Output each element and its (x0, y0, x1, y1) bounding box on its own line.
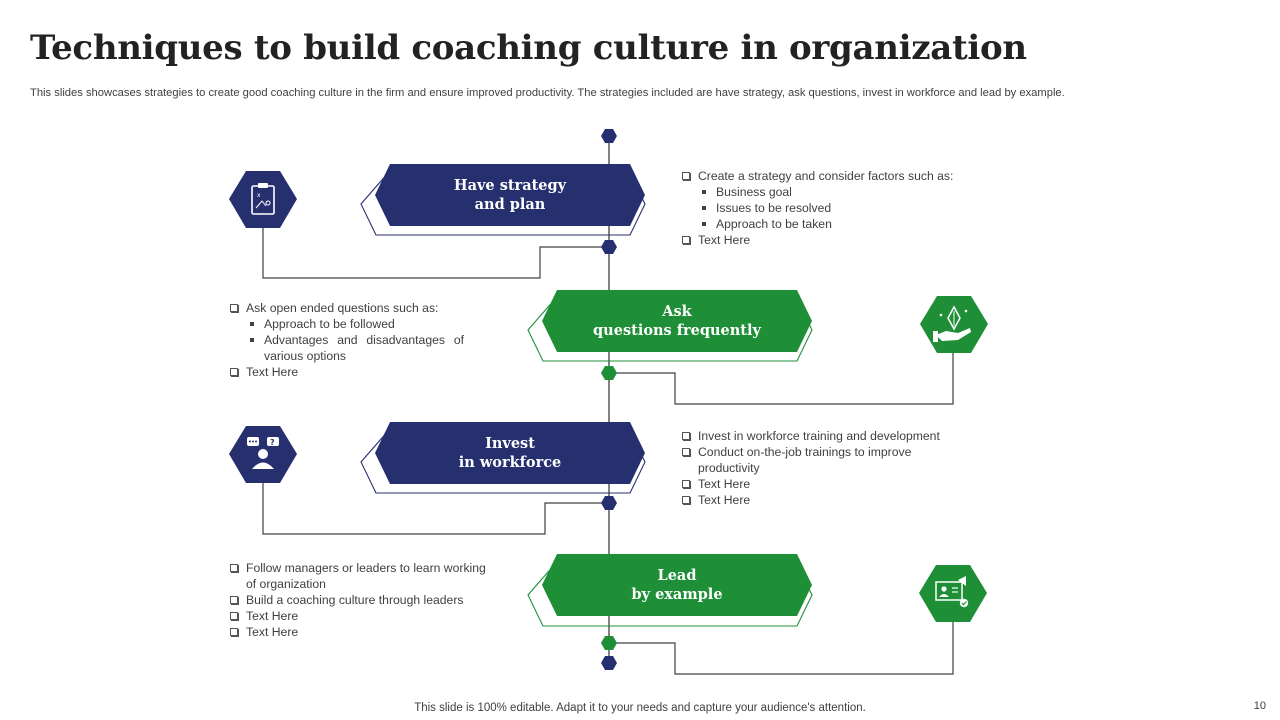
list-item: Text Here (680, 492, 962, 508)
list-item: Text Here (228, 608, 486, 624)
list-item: Advantages and disadvantages of various … (228, 332, 464, 364)
step-2-description: Ask open ended questions such as: Approa… (228, 300, 464, 380)
svg-text:x: x (257, 192, 261, 199)
page-subtitle: This slides showcases strategies to crea… (30, 87, 1065, 99)
spine-node-bottom (601, 656, 617, 670)
spine-node-step-1 (601, 240, 617, 254)
connector-step-4 (609, 622, 954, 675)
page-title: Techniques to build coaching culture in … (30, 28, 1027, 68)
banner-step-3 (375, 422, 645, 484)
list-item: Text Here (228, 364, 464, 380)
spine-node-step-3 (601, 496, 617, 510)
banner-step-1 (375, 164, 645, 226)
list-item: Text Here (228, 624, 486, 640)
list-item: Business goal (680, 184, 980, 200)
svg-text:?: ? (270, 438, 275, 447)
footer-note: This slide is 100% editable. Adapt it to… (414, 702, 866, 714)
list-item: Conduct on-the-job trainings to improve … (680, 444, 962, 476)
spine-node-step-4 (601, 636, 617, 650)
person-questions-icon: ? (229, 426, 297, 483)
list-item: Approach to be followed (228, 316, 464, 332)
list-item: Ask open ended questions such as: (228, 300, 464, 316)
list-item: Issues to be resolved (680, 200, 980, 216)
step-1-description: Create a strategy and consider factors s… (680, 168, 980, 248)
list-item: Create a strategy and consider factors s… (680, 168, 980, 184)
clipboard-strategy-icon: x (229, 171, 297, 228)
list-item: Invest in workforce training and develop… (680, 428, 962, 444)
page-number: 10 (1253, 700, 1266, 712)
banner-step-4 (542, 554, 812, 616)
connector-step-1 (262, 228, 609, 279)
spine-node-step-2 (601, 366, 617, 380)
step-3-description: Invest in workforce training and develop… (680, 428, 962, 508)
connector-step-3 (262, 483, 609, 535)
hand-growth-icon (920, 296, 988, 353)
banner-step-2 (542, 290, 812, 352)
step-4-description: Follow managers or leaders to learn work… (228, 560, 486, 640)
presentation-leader-icon (919, 565, 987, 622)
list-item: Text Here (680, 476, 962, 492)
list-item: Approach to be taken (680, 216, 980, 232)
list-item: Build a coaching culture through leaders (228, 592, 486, 608)
spine-node-top (601, 129, 617, 143)
connector-step-2 (609, 353, 954, 405)
list-item: Follow managers or leaders to learn work… (228, 560, 486, 592)
list-item: Text Here (680, 232, 980, 248)
